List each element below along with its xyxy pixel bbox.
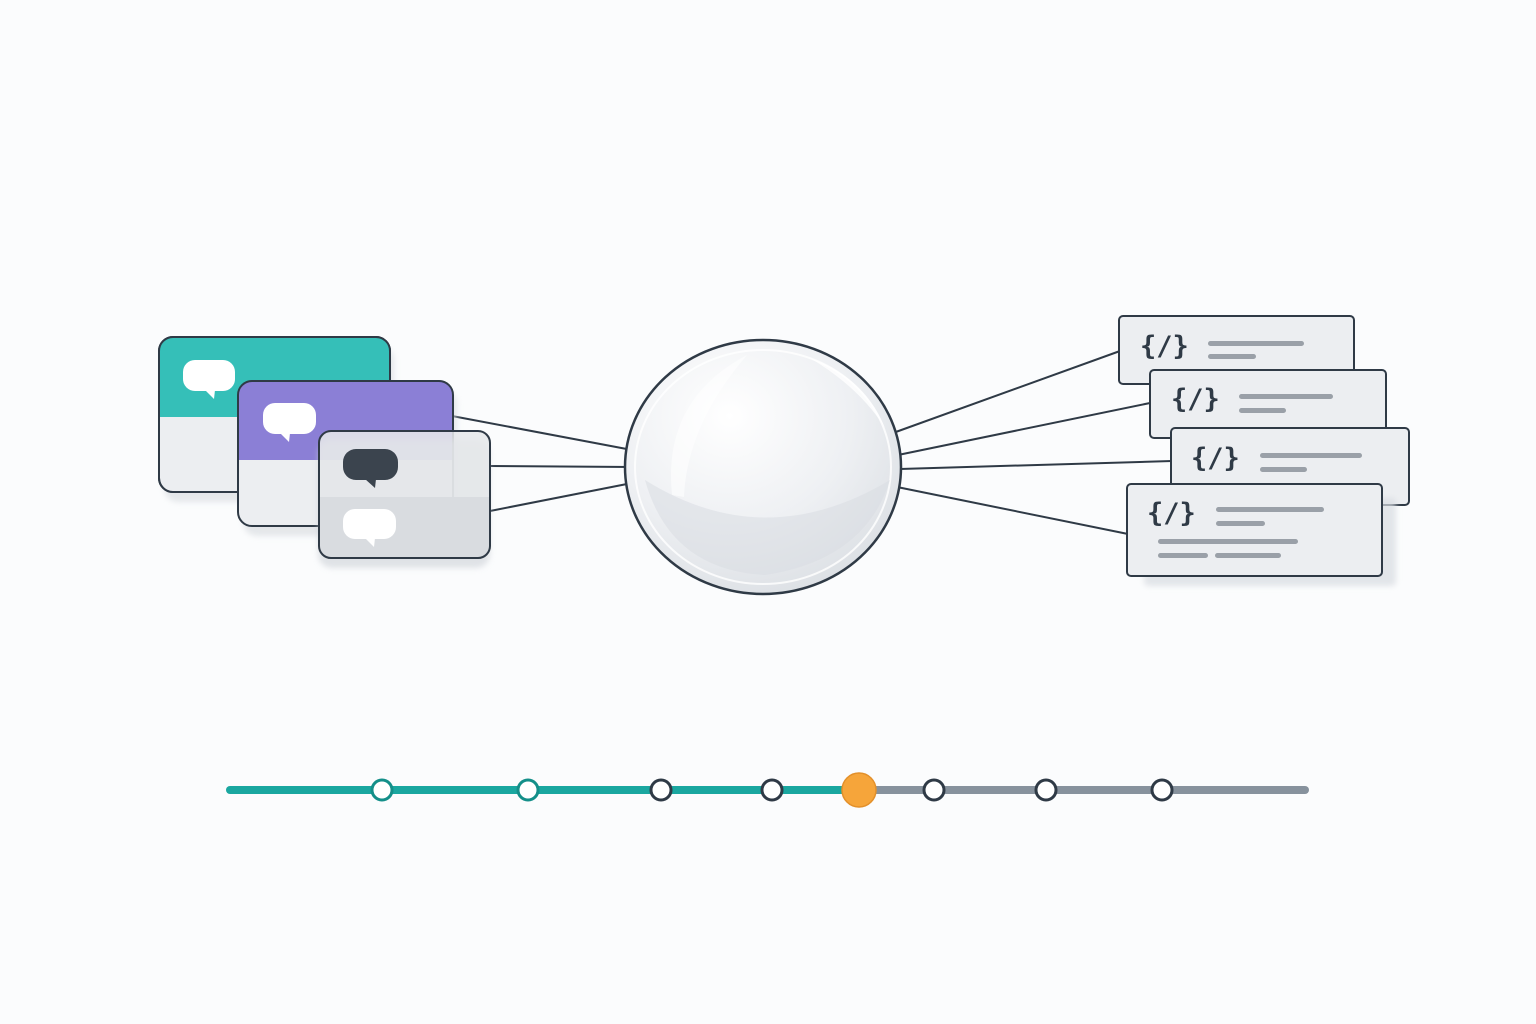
chat-bubble-white-icon: [263, 403, 316, 442]
input-connectors: [451, 415, 633, 512]
timeline-node-upcoming[interactable]: [1150, 778, 1174, 802]
code-line: [1208, 341, 1304, 346]
code-line: [1216, 507, 1324, 512]
code-line: [1260, 467, 1307, 472]
progress-timeline: [226, 772, 1309, 808]
timeline-node-completed[interactable]: [516, 778, 540, 802]
code-line: [1158, 539, 1298, 544]
timeline-node-upcoming[interactable]: [922, 778, 946, 802]
connector-line: [897, 402, 1151, 456]
code-card: {/}: [1126, 483, 1396, 586]
code-line: [1215, 553, 1281, 558]
chat-bubble-white-icon: [343, 509, 396, 547]
timeline-node-current[interactable]: [841, 772, 877, 808]
code-line: [1216, 521, 1265, 526]
glass-sphere-icon: [623, 338, 903, 596]
connector-line: [489, 482, 633, 512]
connector-line: [896, 486, 1129, 535]
code-card-glyph: {/}: [1171, 384, 1220, 415]
timeline-node-completed[interactable]: [649, 778, 673, 802]
chat-bubble-dark-icon: [343, 449, 398, 488]
chat-bubble-white-icon: [183, 360, 235, 399]
chat-panel-stack: [158, 336, 491, 568]
code-line: [1239, 408, 1286, 413]
timeline-node-completed[interactable]: [760, 778, 784, 802]
code-card: {/}: [1149, 369, 1387, 439]
code-line: [1239, 394, 1333, 399]
code-line: [1260, 453, 1362, 458]
timeline-node-completed[interactable]: [370, 778, 394, 802]
code-card-glyph: {/}: [1191, 443, 1240, 474]
code-line: [1158, 553, 1208, 558]
code-line: [1208, 354, 1256, 359]
chat-panel-purple: [237, 380, 457, 536]
connector-line: [892, 350, 1121, 434]
code-card-glyph: {/}: [1147, 498, 1196, 529]
connector-line: [451, 415, 633, 451]
output-connectors: [892, 350, 1173, 535]
connector-line: [899, 460, 1173, 470]
chat-panel-gray: [318, 430, 491, 568]
connector-line: [489, 465, 633, 468]
timeline-node-upcoming[interactable]: [1034, 778, 1058, 802]
code-card-stack: {/} {/} {/} {/}: [1118, 315, 1410, 586]
code-card-glyph: {/}: [1140, 331, 1189, 362]
